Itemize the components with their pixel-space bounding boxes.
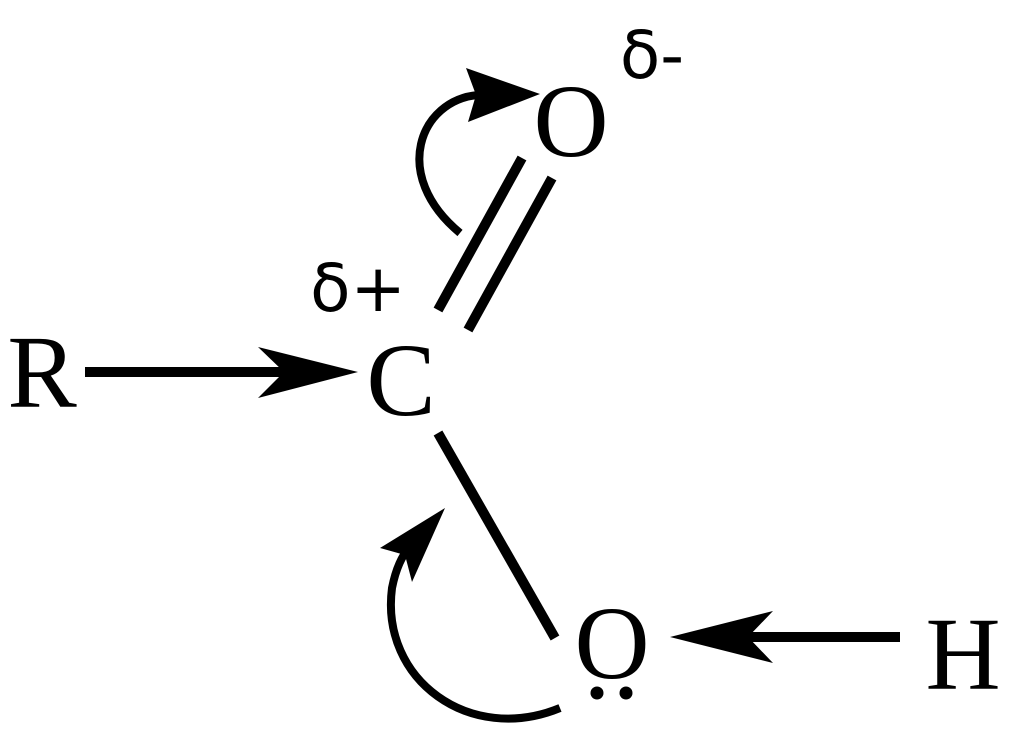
atom-h: H — [925, 597, 1000, 712]
arrow-h-to-o-head — [670, 611, 773, 663]
charge-delta-minus: δ- — [620, 17, 684, 94]
curved-arrow-lone-pair-shaft — [386, 543, 562, 723]
lone-pair-dot-right — [619, 686, 633, 700]
atom-o-hydroxyl: O — [574, 586, 649, 701]
arrow-r-to-c-head — [258, 347, 358, 398]
single-bond-c-o — [433, 430, 560, 641]
atom-c: C — [366, 323, 435, 438]
double-bond-line-2 — [463, 175, 557, 333]
curved-arrow-lone-pair-head — [380, 508, 445, 582]
atom-r: R — [7, 315, 77, 430]
double-bond-line-1 — [433, 155, 527, 313]
curved-arrow-to-carbonyl-o-shaft — [415, 91, 479, 237]
atom-o-carbonyl: O — [533, 64, 608, 179]
lone-pair-dot-left — [590, 686, 604, 700]
charge-delta-plus: δ+ — [310, 250, 406, 327]
curved-arrow-to-carbonyl-o-head — [466, 68, 540, 122]
